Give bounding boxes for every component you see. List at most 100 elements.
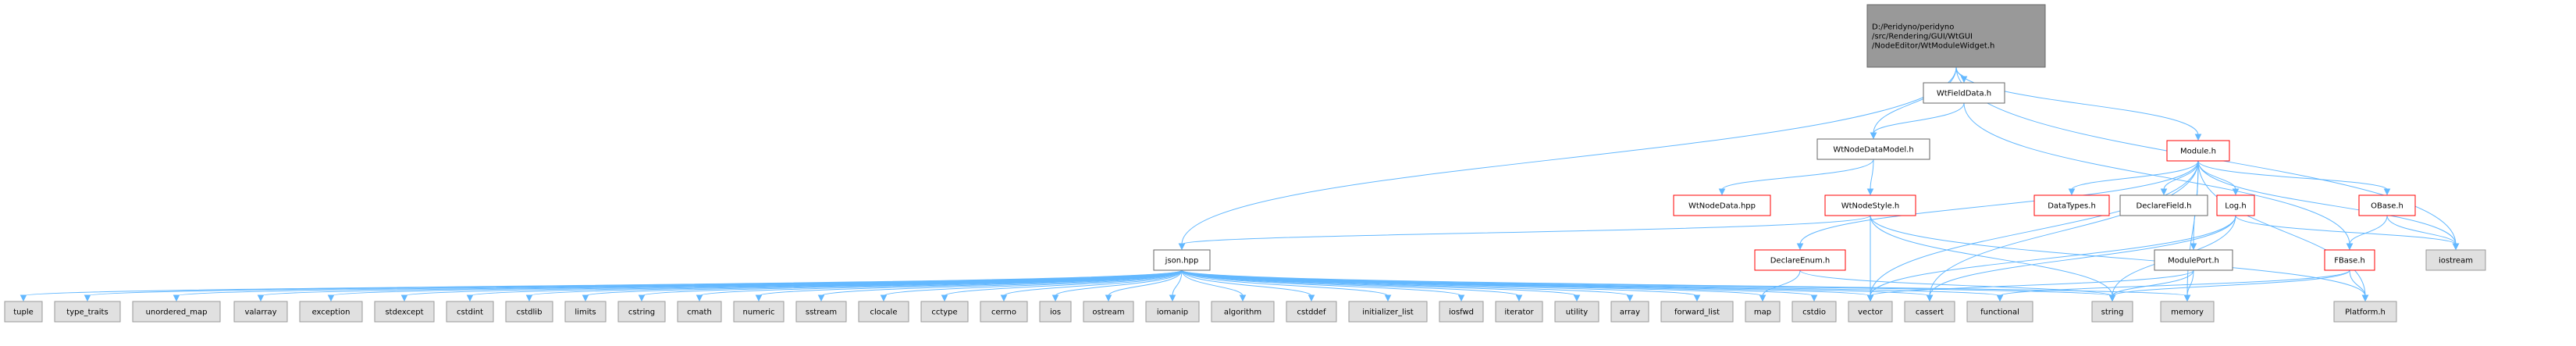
- node-cstdint[interactable]: cstdint: [446, 301, 494, 323]
- node-box-clocale: [858, 301, 909, 323]
- node-utility[interactable]: utility: [1554, 301, 1599, 323]
- node-label-wtnodestyle: WtNodeStyle.h: [1841, 202, 1900, 211]
- edge-jsonhpp-to-cmath: [696, 269, 1183, 302]
- node-algorithm[interactable]: algorithm: [1211, 301, 1275, 323]
- edge-jsonhpp-to-cerrno: [1000, 269, 1183, 302]
- node-cerrno[interactable]: cerrno: [980, 301, 1028, 323]
- node-label-clocale: clocale: [870, 309, 898, 317]
- node-wtnodedatahpp[interactable]: WtNodeData.hpp: [1673, 194, 1771, 216]
- node-module[interactable]: Module.h: [2166, 140, 2230, 162]
- node-cstddef[interactable]: cstddef: [1286, 301, 1337, 323]
- node-datatypes[interactable]: DataTypes.h: [2033, 194, 2110, 216]
- node-label-ostream: ostream: [1092, 309, 1124, 317]
- node-cassert[interactable]: cassert: [1904, 301, 1955, 323]
- node-cstring[interactable]: cstring: [617, 301, 666, 323]
- edge-jsonhpp-to-cctype: [941, 269, 1183, 302]
- edge-jsonhpp-to-iosfwd: [1181, 269, 1465, 302]
- node-memory[interactable]: memory: [2160, 301, 2215, 323]
- node-vector[interactable]: vector: [1848, 301, 1893, 323]
- node-moduleport[interactable]: ModulePort.h: [2154, 249, 2233, 271]
- node-platform[interactable]: Platform.h: [2333, 301, 2397, 323]
- node-cstdlib[interactable]: cstdlib: [505, 301, 553, 323]
- node-box-forward_list: [1660, 301, 1734, 323]
- node-box-declareenum: [1754, 249, 1846, 271]
- node-unordered_map[interactable]: unordered_map: [132, 301, 221, 323]
- node-iomanip[interactable]: iomanip: [1145, 301, 1200, 323]
- node-box-cstdlib: [505, 301, 553, 323]
- node-box-sstream: [795, 301, 847, 323]
- node-box-cmath: [677, 301, 722, 323]
- node-label-exception: exception: [312, 309, 350, 317]
- node-exception[interactable]: exception: [299, 301, 363, 323]
- node-label-wtnodedatahpp: WtNodeData.hpp: [1688, 202, 1756, 211]
- node-iterator[interactable]: iterator: [1495, 301, 1543, 323]
- node-initializer_list[interactable]: initializer_list: [1348, 301, 1428, 323]
- edge-jsonhpp-to-iomanip: [1169, 269, 1183, 302]
- edges-layer: [20, 66, 2460, 302]
- node-type_traits[interactable]: type_traits: [54, 301, 121, 323]
- node-cstdio[interactable]: cstdio: [1791, 301, 1837, 323]
- edge-jsonhpp-to-numeric: [755, 269, 1183, 302]
- node-label-valarray: valarray: [244, 309, 276, 317]
- node-jsonhpp[interactable]: json.hpp: [1153, 249, 1211, 271]
- node-label-ios: ios: [1050, 309, 1061, 317]
- node-label-iomanip: iomanip: [1157, 309, 1188, 317]
- node-label-moduleport: ModulePort.h: [2168, 257, 2219, 266]
- node-wtnodedatamodel[interactable]: WtNodeDataModel.h: [1816, 138, 1930, 160]
- node-fbase[interactable]: FBase.h: [2324, 249, 2375, 271]
- node-valarray[interactable]: valarray: [233, 301, 288, 323]
- node-declarefield[interactable]: DeclareField.h: [2119, 194, 2208, 216]
- node-label-root-line-0: D:/Peridyno/peridyno: [1872, 23, 1954, 32]
- node-tuple[interactable]: tuple: [4, 301, 43, 323]
- node-label-datatypes: DataTypes.h: [2048, 202, 2096, 211]
- edge-jsonhpp-to-algorithm: [1181, 269, 1247, 302]
- node-wtfielddata[interactable]: WtFieldData.h: [1923, 82, 2005, 104]
- node-label-cstddef: cstddef: [1297, 309, 1326, 317]
- node-box-module: [2166, 140, 2230, 162]
- node-declareenum[interactable]: DeclareEnum.h: [1754, 249, 1846, 271]
- node-wtnodestyle[interactable]: WtNodeStyle.h: [1824, 194, 1916, 216]
- node-iosfwd[interactable]: iosfwd: [1439, 301, 1484, 323]
- node-numeric[interactable]: numeric: [733, 301, 785, 323]
- node-log[interactable]: Log.h: [2216, 194, 2255, 216]
- node-label-fbase: FBase.h: [2334, 257, 2365, 266]
- node-box-functional: [1966, 301, 2033, 323]
- node-label-initializer_list: initializer_list: [1362, 309, 1414, 317]
- edge-jsonhpp-to-array: [1181, 269, 1634, 302]
- node-label-cstring: cstring: [628, 309, 655, 317]
- node-forward_list[interactable]: forward_list: [1660, 301, 1734, 323]
- node-functional[interactable]: functional: [1966, 301, 2033, 323]
- node-box-cstring: [617, 301, 666, 323]
- node-array[interactable]: array: [1610, 301, 1649, 323]
- node-label-string: string: [2101, 309, 2124, 317]
- node-string[interactable]: string: [2091, 301, 2133, 323]
- node-label-root-line-2: /NodeEditor/WtModuleWidget.h: [1872, 42, 1994, 51]
- node-label-iosfwd: iosfwd: [1449, 309, 1474, 317]
- node-label-iostream: iostream: [2439, 257, 2473, 266]
- node-clocale[interactable]: clocale: [858, 301, 909, 323]
- node-label-cstdint: cstdint: [457, 309, 483, 317]
- node-sstream[interactable]: sstream: [795, 301, 847, 323]
- node-box-cstdio: [1791, 301, 1837, 323]
- node-label-cctype: cctype: [931, 309, 957, 317]
- node-box-iosfwd: [1439, 301, 1484, 323]
- node-box-stdexcept: [374, 301, 435, 323]
- node-limits[interactable]: limits: [564, 301, 607, 323]
- node-box-memory: [2160, 301, 2215, 323]
- edge-module-to-declareenum: [1796, 160, 2199, 251]
- node-cctype[interactable]: cctype: [920, 301, 969, 323]
- node-box-vector: [1848, 301, 1893, 323]
- node-map[interactable]: map: [1745, 301, 1781, 323]
- node-box-cerrno: [980, 301, 1028, 323]
- node-box-utility: [1554, 301, 1599, 323]
- node-root[interactable]: D:/Peridyno/peridyno/src/Rendering/GUI/W…: [1866, 4, 2046, 68]
- node-ios[interactable]: ios: [1039, 301, 1072, 323]
- node-obase[interactable]: OBase.h: [2358, 194, 2416, 216]
- node-box-cstddef: [1286, 301, 1337, 323]
- node-iostream[interactable]: iostream: [2425, 249, 2486, 271]
- node-ostream[interactable]: ostream: [1083, 301, 1134, 323]
- node-label-cassert: cassert: [1916, 309, 1944, 317]
- node-stdexcept[interactable]: stdexcept: [374, 301, 435, 323]
- edge-jsonhpp-to-memory: [1181, 269, 2191, 302]
- node-cmath[interactable]: cmath: [677, 301, 722, 323]
